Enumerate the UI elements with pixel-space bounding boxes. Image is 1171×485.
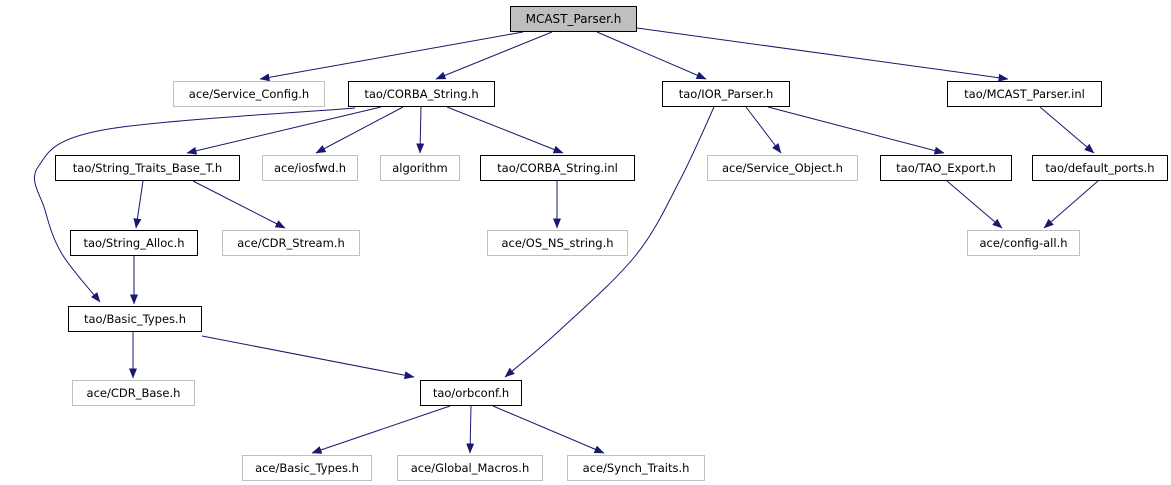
edges-group (33, 27, 1099, 454)
edge-corba-string-h-to-algorithm (416, 106, 425, 154)
edge-corba-string-h-to-corba-string-inl (446, 106, 564, 154)
graph-node-tao-export-h[interactable]: tao/TAO_Export.h (880, 155, 1012, 181)
graph-node-service-object-h: ace/Service_Object.h (707, 155, 858, 181)
edge-tao-basic-types-h-to-orbconf-h (201, 335, 415, 380)
graph-node-ace-basic-types-h: ace/Basic_Types.h (242, 455, 372, 481)
graph-node-mcast-parser-inl[interactable]: tao/MCAST_Parser.inl (947, 81, 1102, 107)
graph-node-cdr-stream-h: ace/CDR_Stream.h (222, 230, 360, 256)
graph-node-config-all-h: ace/config-all.h (967, 230, 1080, 256)
graph-node-corba-string-h[interactable]: tao/CORBA_String.h (348, 81, 495, 107)
edge-ior-parser-h-to-service-object-h (745, 106, 782, 154)
graph-node-global-macros-h: ace/Global_Macros.h (397, 455, 543, 481)
edge-mcast-parser-h-to-service-config-h (259, 31, 524, 82)
edge-orbconf-h-to-synch-traits-h (492, 405, 605, 454)
edge-mcast-parser-inl-to-default-ports-h (1039, 106, 1095, 154)
edge-corba-string-h-to-tao-basic-types-h (33, 107, 356, 303)
graph-node-ior-parser-h[interactable]: tao/IOR_Parser.h (662, 81, 790, 107)
edge-corba-string-h-to-string-traits-base (186, 106, 382, 155)
edge-string-traits-base-to-cdr-stream-h (192, 180, 286, 229)
edge-mcast-parser-h-to-corba-string-h (435, 31, 553, 80)
graph-node-string-alloc-h[interactable]: tao/String_Alloc.h (70, 230, 198, 256)
graph-node-cdr-base-h: ace/CDR_Base.h (72, 380, 195, 406)
edge-string-traits-base-to-string-alloc-h (133, 180, 144, 229)
edge-mcast-parser-h-to-mcast-parser-inl (636, 27, 1009, 82)
edge-tao-export-h-to-config-all-h (946, 180, 1003, 229)
graph-node-default-ports-h[interactable]: tao/default_ports.h (1032, 155, 1168, 181)
graph-node-string-traits-base[interactable]: tao/String_Traits_Base_T.h (55, 155, 240, 181)
graph-node-synch-traits-h: ace/Synch_Traits.h (567, 455, 705, 481)
graph-node-algorithm: algorithm (380, 155, 460, 181)
edge-ior-parser-h-to-tao-export-h (767, 106, 945, 155)
edge-orbconf-h-to-ace-basic-types-h (311, 405, 451, 454)
edge-default-ports-h-to-config-all-h (1043, 180, 1099, 229)
graph-node-orbconf-h[interactable]: tao/orbconf.h (420, 380, 522, 406)
edge-mcast-parser-h-to-ior-parser-h (596, 31, 707, 80)
graph-node-iosfwd-h: ace/iosfwd.h (262, 155, 358, 181)
edge-corba-string-h-to-iosfwd-h (315, 106, 404, 154)
graph-node-tao-basic-types-h[interactable]: tao/Basic_Types.h (68, 306, 202, 332)
graph-node-mcast-parser-h: MCAST_Parser.h (510, 6, 637, 32)
graph-node-os-ns-string-h: ace/OS_NS_string.h (487, 230, 628, 256)
graph-node-corba-string-inl[interactable]: tao/CORBA_String.inl (480, 155, 635, 181)
graph-node-service-config-h: ace/Service_Config.h (173, 81, 325, 107)
edge-ior-parser-h-to-orbconf-h (504, 106, 715, 378)
edge-orbconf-h-to-global-macros-h (466, 405, 475, 454)
